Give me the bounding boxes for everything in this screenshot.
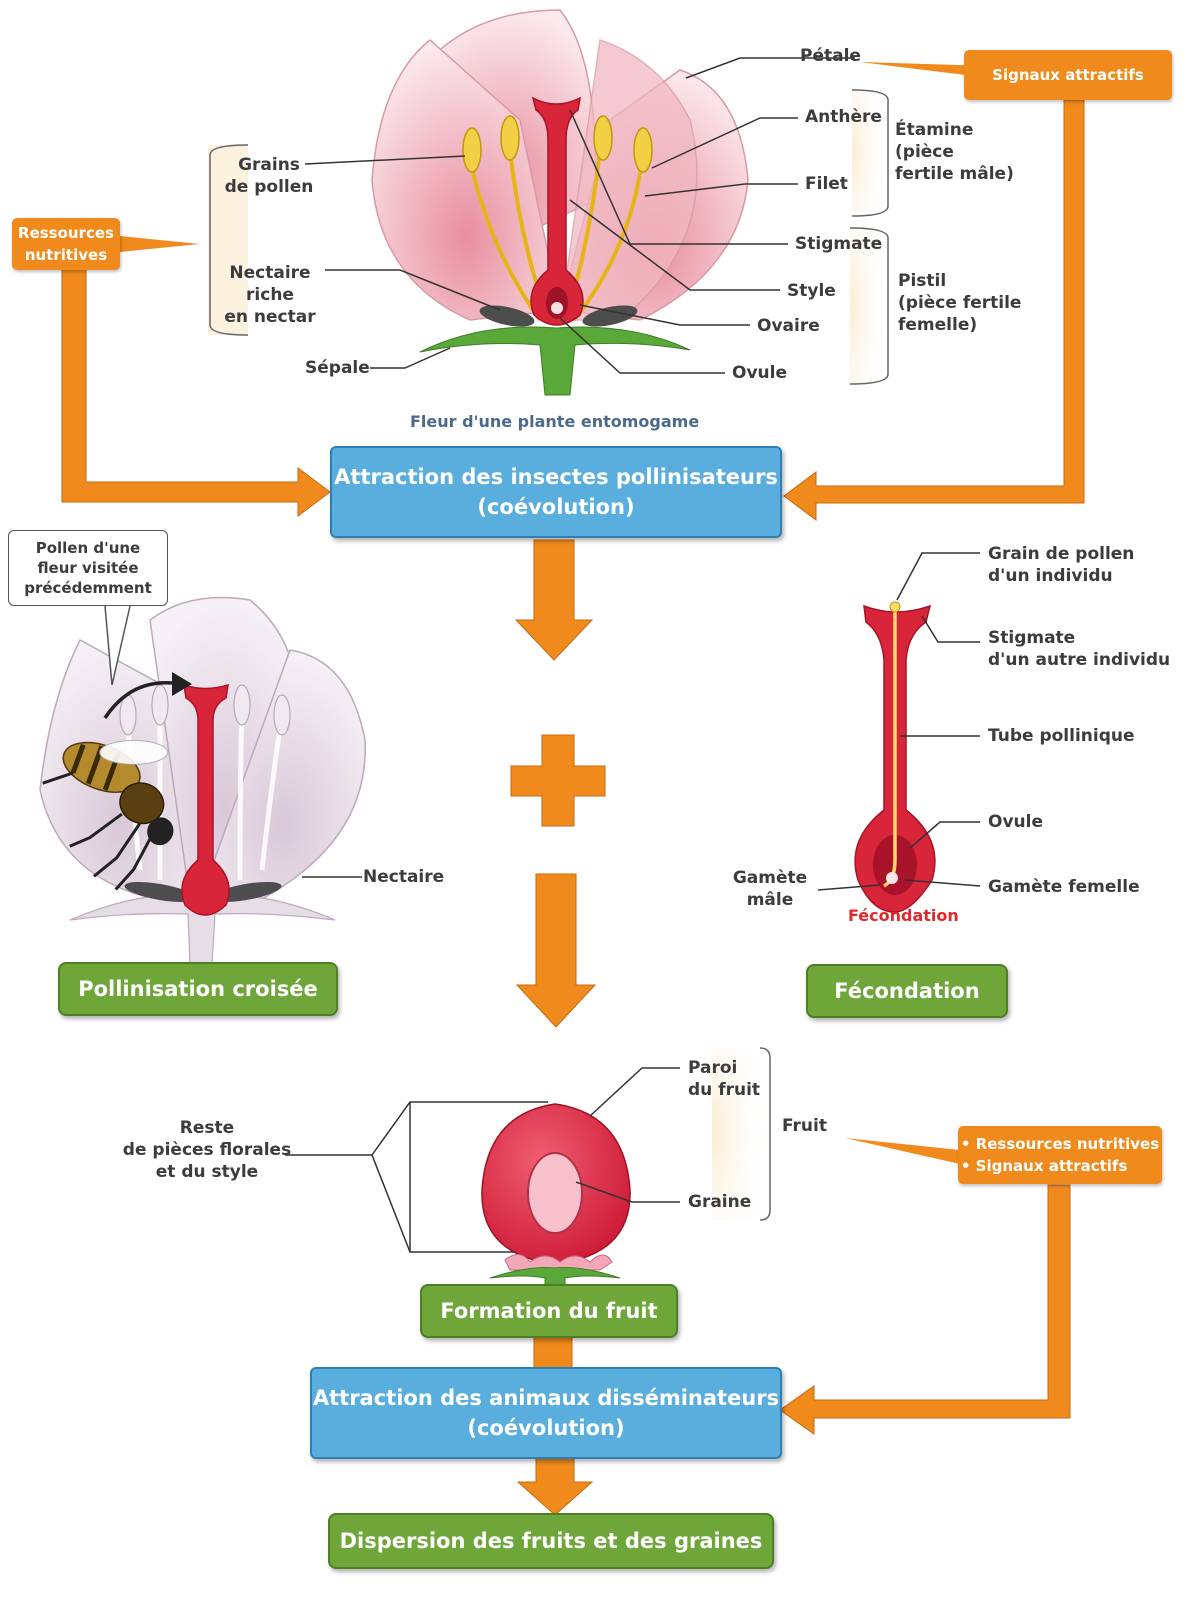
label-tube-pollinique: Tube pollinique: [988, 725, 1135, 747]
tag-signaux-attractifs: Signaux attractifs: [964, 50, 1172, 100]
label-grain-de-pollen-individu: Grain de pollen d'un individu: [988, 543, 1134, 587]
label-anthere: Anthère: [805, 106, 882, 128]
label-paroi-du-fruit: Paroi du fruit: [688, 1057, 760, 1101]
label-ovule: Ovule: [732, 362, 787, 384]
label-nectaire: Nectaire: [363, 866, 444, 888]
plus-sign: [511, 735, 605, 826]
box-attraction-animaux: Attraction des animaux disséminateurs (c…: [310, 1367, 782, 1459]
label-ovaire: Ovaire: [757, 315, 820, 337]
label-graine: Graine: [688, 1191, 751, 1213]
label-fruit: Fruit: [782, 1115, 827, 1137]
label-etamine: Étamine (pièce fertile mâle): [895, 119, 1014, 185]
arrow-down-2: [517, 874, 595, 1027]
label-fecondation-red: Fécondation: [848, 905, 959, 927]
box-formation-du-fruit: Formation du fruit: [420, 1284, 678, 1338]
label-gamete-femelle: Gamète femelle: [988, 876, 1140, 898]
fruit-drawing: [482, 1104, 630, 1300]
fertilization-pistil: [855, 602, 935, 912]
connector-formation: [534, 1335, 572, 1369]
ovule-dot: [551, 302, 563, 314]
callout-pollen-visitee: Pollen d'une fleur visitée précédemment: [8, 530, 168, 606]
arrow-down-3: [518, 1455, 592, 1515]
label-style: Style: [787, 280, 836, 302]
arrow-down-1: [516, 540, 592, 660]
label-stigmate-autre-individu: Stigmate d'un autre individu: [988, 627, 1170, 671]
fruit-tag-pointer: [845, 1138, 960, 1164]
box-fecondation: Fécondation: [806, 964, 1008, 1018]
label-pistil: Pistil (pièce fertile femelle): [898, 270, 1021, 336]
label-nectaire-riche: Nectaire riche en nectar: [220, 262, 320, 328]
arrow-fruit-tag-to-attraction: [780, 1185, 1070, 1434]
label-grains-de-pollen: Grains de pollen: [222, 154, 316, 198]
label-sepale: Sépale: [305, 357, 370, 379]
label-petale: Pétale: [800, 45, 861, 67]
label-filet: Filet: [805, 173, 848, 195]
box-dispersion: Dispersion des fruits et des graines: [328, 1513, 774, 1569]
ressources-pointer: [120, 236, 200, 252]
label-gamete-male: Gamète mâle: [730, 867, 810, 911]
label-reste-pieces-florales: Reste de pièces florales et du style: [122, 1117, 292, 1183]
tag-ressources-nutritives: Ressources nutritives: [12, 218, 120, 270]
label-stigmate: Stigmate: [795, 233, 882, 255]
pollination-flower: [17, 598, 365, 966]
box-attraction-insectes: Attraction des insectes pollinisateurs (…: [330, 446, 782, 538]
entomogamous-flower: [372, 10, 748, 395]
label-ovule-fecondation: Ovule: [988, 811, 1043, 833]
flower-caption: Fleur d'une plante entomogame: [410, 412, 699, 431]
box-pollinisation-croisee: Pollinisation croisée: [58, 962, 338, 1016]
sepal-shape: [420, 327, 690, 395]
tag-fruit-resources: • Ressources nutritives • Signaux attrac…: [958, 1126, 1162, 1184]
